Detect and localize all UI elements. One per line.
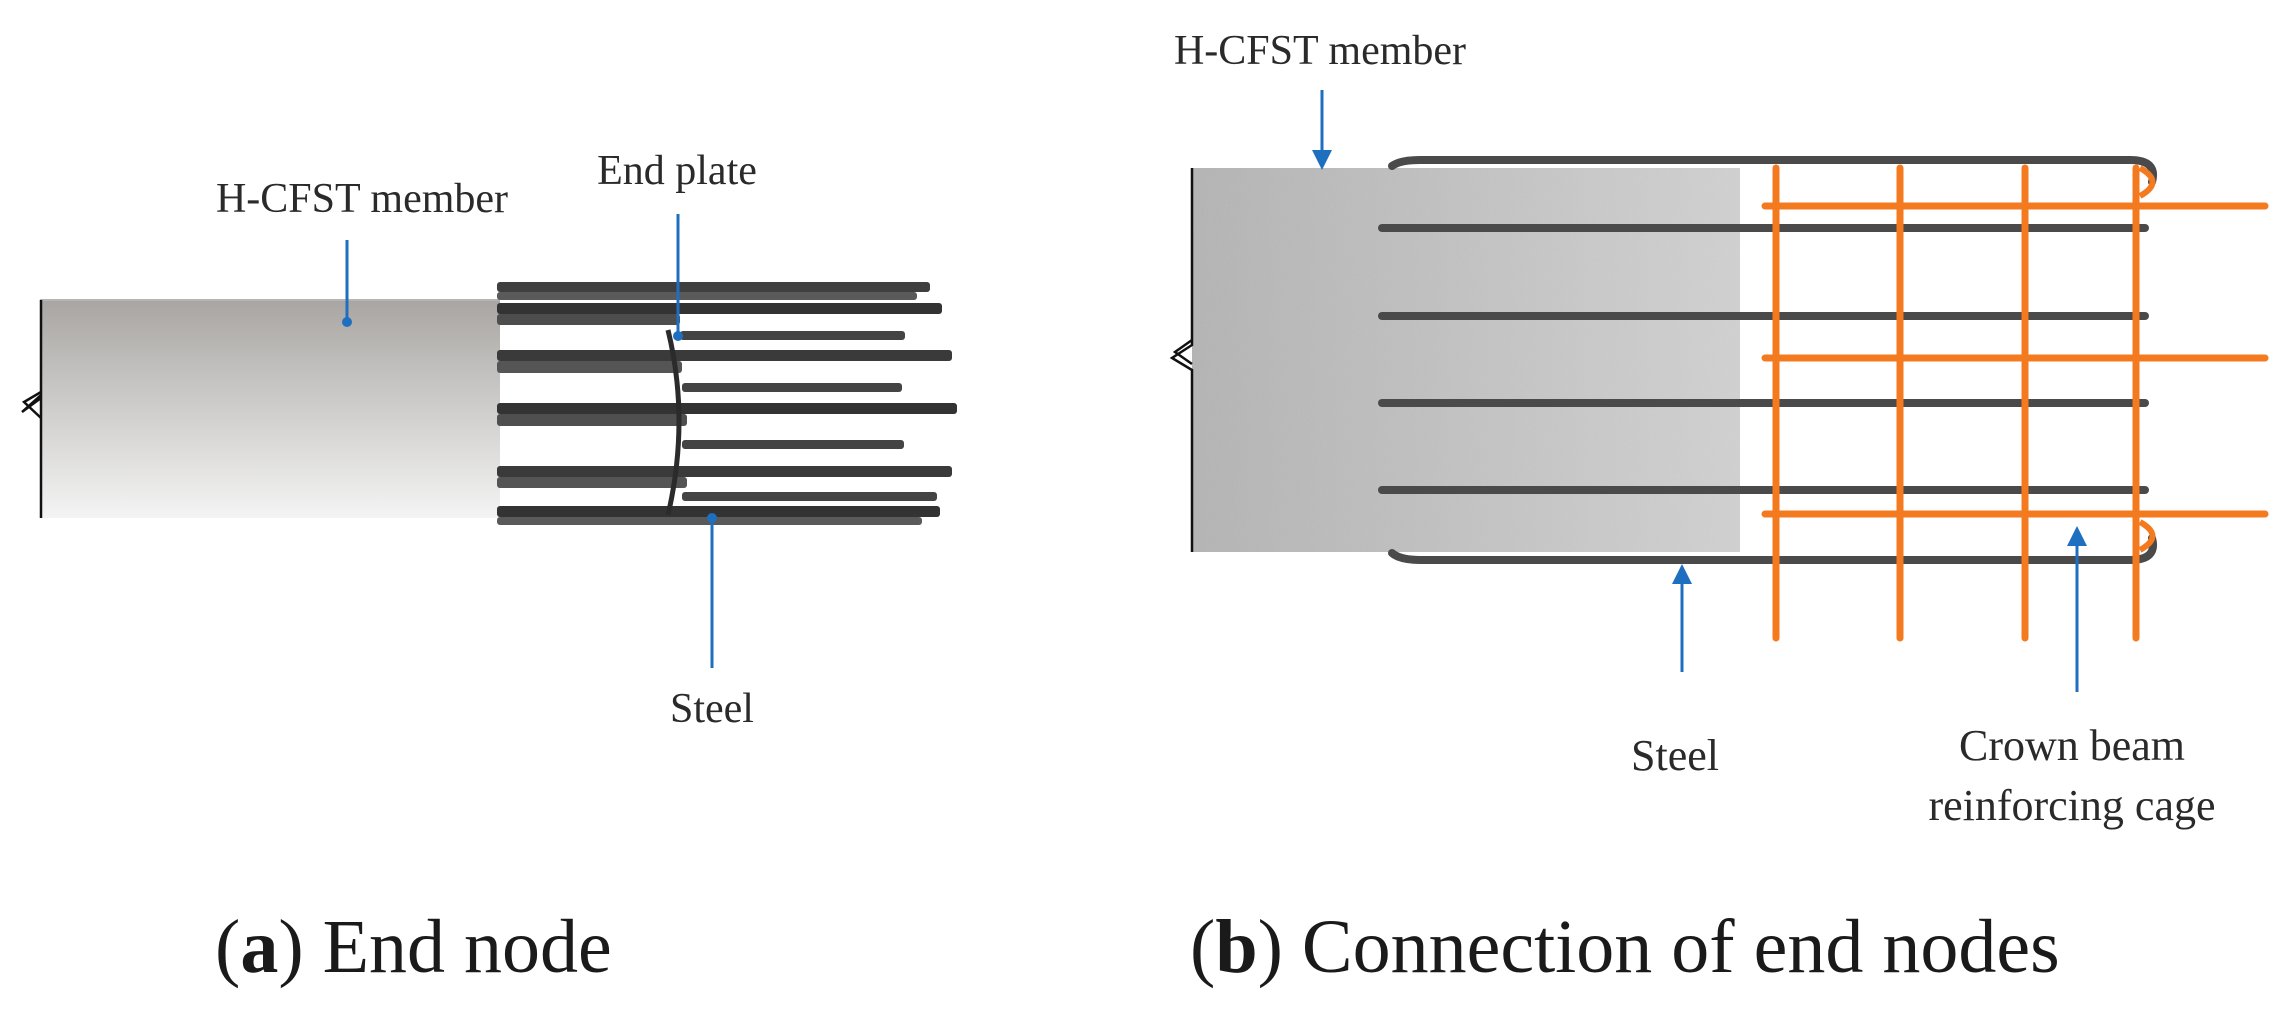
panel-a-steel-bar [682, 492, 937, 501]
panel-a-end-plate-label: End plate [597, 148, 757, 194]
panel-a-end-plate-leader-dot [673, 331, 683, 341]
panel-a-steel-bar [682, 440, 904, 449]
panel-a-break-zig [21, 390, 42, 419]
panel-a-end-node: H-CFST member End plate Steel (a) End no… [21, 148, 957, 989]
panel-a-steel-bar [497, 314, 680, 325]
panel-a-steel-bar [497, 414, 687, 426]
panel-b-connection: H-CFST member Steel Crown beam reinforci… [1169, 28, 2269, 989]
panel-b-caption: (b) Connection of end nodes [1190, 905, 2060, 989]
panel-a-steel-bar [497, 282, 930, 292]
panel-a-steel-bar [682, 383, 902, 392]
panel-a-steel-bar [497, 403, 957, 414]
panel-b-cage-arrowhead [2067, 526, 2087, 546]
panel-a-member-label: H-CFST member [216, 176, 508, 222]
panel-b-cage-label-line1: Crown beam [1959, 721, 2185, 770]
panel-a-steel-bar [497, 506, 940, 517]
panel-a-break-mark [21, 300, 43, 518]
panel-b-hook [2138, 165, 2156, 199]
panel-b-member-label: H-CFST member [1174, 28, 1466, 74]
panel-b-hook [2138, 519, 2156, 553]
panel-b-steel-arrowhead [1672, 564, 1692, 584]
panel-a-steel-bar [497, 303, 942, 314]
panel-a-steel-bar [680, 331, 905, 340]
panel-b-steel-loop [1388, 156, 2157, 186]
panel-b-break-mark [1169, 168, 1194, 552]
panel-b-steel [1378, 156, 2157, 564]
panel-a-member-leader-dot [342, 317, 352, 327]
panel-a-member-body [40, 300, 500, 518]
panel-a-steel-bundle [497, 282, 957, 525]
panel-a-steel-label: Steel [670, 686, 754, 732]
panel-a-steel-bar [497, 361, 682, 373]
panel-b-cage-label-line2: reinforcing cage [1928, 781, 2215, 830]
panel-a-steel-bar [497, 477, 687, 488]
panel-a-steel-bar [497, 466, 952, 477]
panel-b-break-zig [1172, 338, 1193, 366]
panel-a-steel-bar [497, 350, 952, 361]
panel-b-hooks [2138, 165, 2156, 553]
panel-b-cage-horizontals [1761, 202, 2269, 518]
panel-a-steel-leader-dot [707, 513, 717, 523]
panel-a-caption: (a) End node [215, 905, 612, 989]
panel-b-cage-verticals [1772, 164, 2140, 642]
panel-b-member-arrowhead [1312, 150, 1332, 170]
panel-a-steel-bar [497, 292, 917, 300]
panel-b-steel-label: Steel [1631, 731, 1719, 780]
panel-a-end-plate [665, 329, 682, 516]
